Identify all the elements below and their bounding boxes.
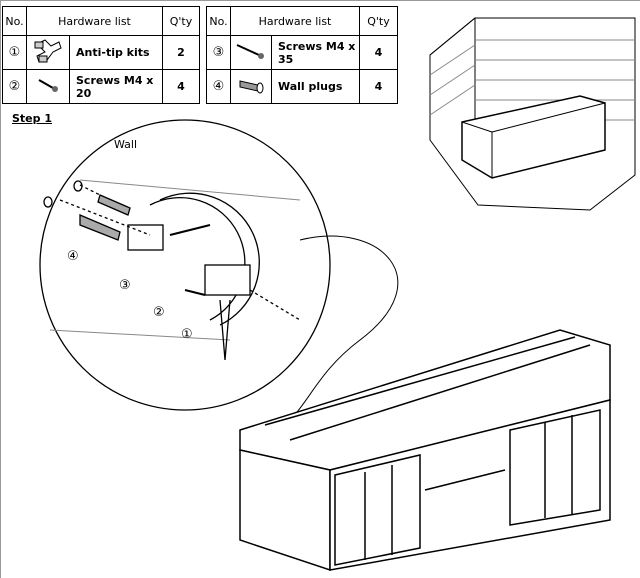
item-qty: 4 [162,69,200,104]
wall-label: Wall [114,138,138,151]
callout-3: ③ [119,278,131,293]
callout-4: ④ [67,249,79,264]
top-border [0,0,640,1]
long-screw-icon [230,35,272,70]
header-no: No. [206,6,231,36]
callout-2: ② [153,305,165,320]
item-number: ② [2,69,27,104]
callout-1: ① [181,327,193,342]
wall-plug-icon [230,69,272,104]
step-title: Step 1 [12,112,52,125]
item-label: Screws M4 x 35 [271,35,360,70]
item-number: ④ [206,69,231,104]
item-number: ③ [206,35,231,70]
header-list: Hardware list [26,6,163,36]
item-qty: 4 [359,69,398,104]
left-border [0,0,1,578]
bracket-detail [43,180,301,361]
room-inset [429,17,636,211]
anti-tip-kit-icon [26,35,70,70]
header-qty: Q'ty [359,6,398,36]
item-label: Screws M4 x 20 [69,69,163,104]
detail-circle [39,119,331,411]
header-no: No. [2,6,27,36]
screw-icon [26,69,70,104]
item-number: ① [2,35,27,70]
tv-stand [239,329,611,572]
header-list: Hardware list [230,6,360,36]
item-qty: 4 [359,35,398,70]
item-label: Anti-tip kits [69,35,163,70]
